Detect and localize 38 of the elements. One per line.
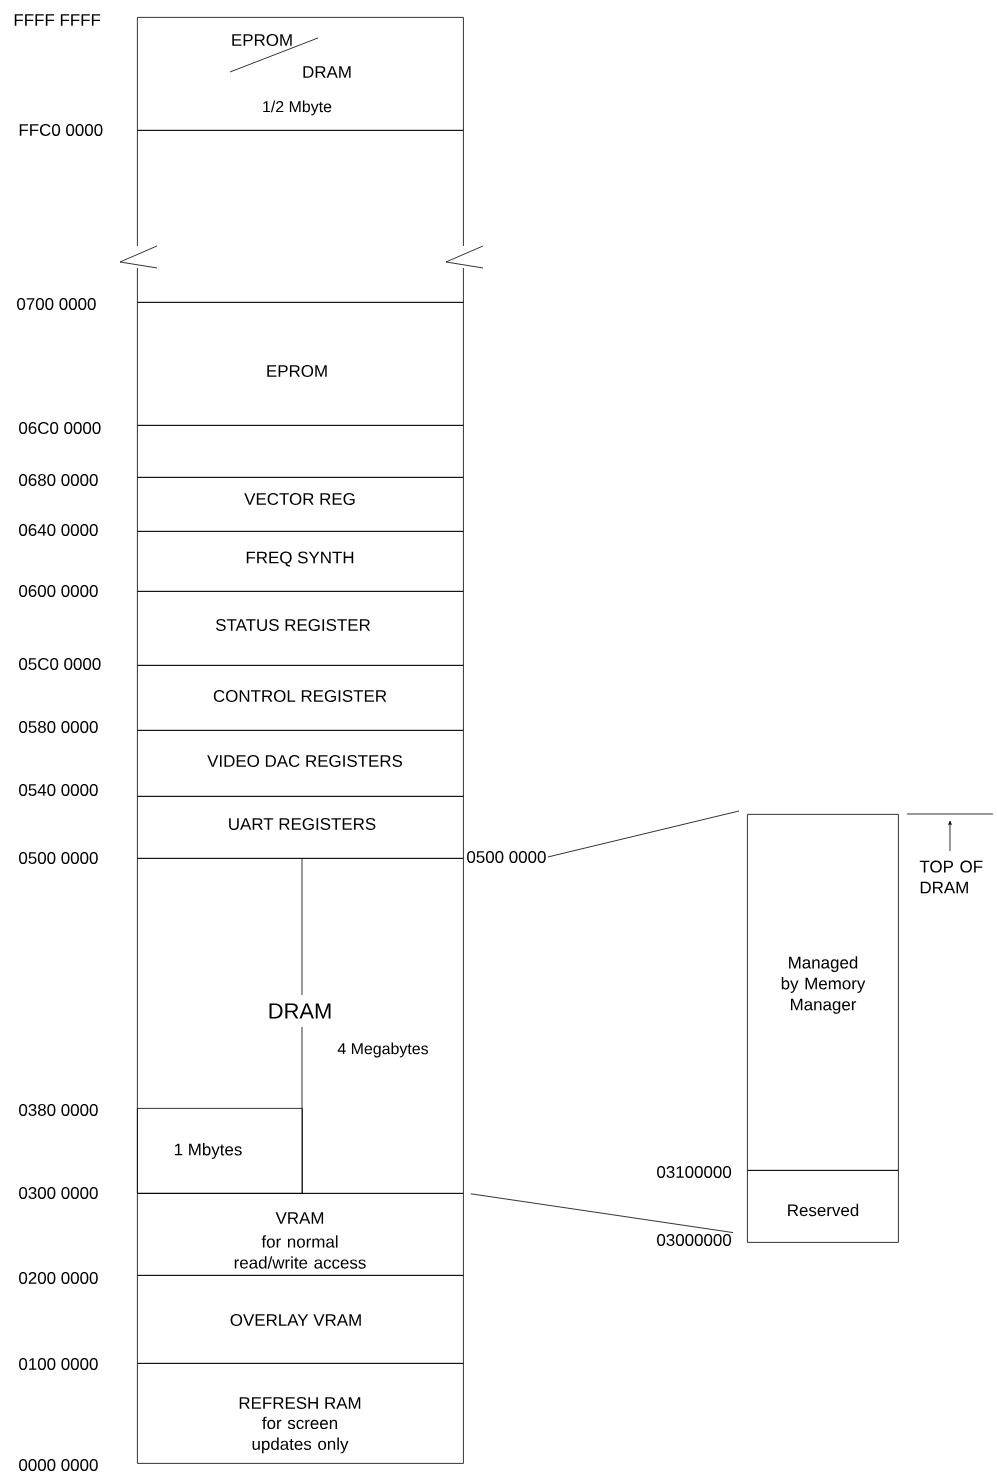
address-label: 0540 0000 (19, 784, 98, 796)
projection-line (547, 810, 740, 858)
address-label: 0500 0000 (19, 852, 98, 864)
memory-region: EPROM DRAM 1/2 Mbyte (137, 17, 464, 131)
address-label: 05C0 0000 (19, 658, 101, 670)
address-label: 0700 0000 (17, 298, 96, 310)
address-label: 0200 0000 (19, 1272, 98, 1284)
address-label: 03100000 (657, 1166, 732, 1178)
memory-region: REFRESH RAM for screen updates only (137, 1363, 464, 1464)
address-label: 0640 0000 (19, 524, 98, 536)
address-label: 0300 0000 (19, 1187, 98, 1199)
memory-region: EPROM (137, 302, 464, 426)
note: TOP OF DRAM (919, 860, 983, 894)
memory-region: OVERLAY VRAM (137, 1275, 464, 1364)
memory-region: STATUS REGISTER (137, 591, 464, 666)
address-label: 0380 0000 (19, 1104, 98, 1116)
memory-region: FREQ SYNTH (137, 531, 464, 592)
address-label: 0100 0000 (19, 1358, 98, 1370)
address-label: 06C0 0000 (19, 422, 101, 434)
address-label: 0600 0000 (19, 585, 98, 597)
memory-region: VECTOR REG (137, 477, 464, 532)
memory-block: Managed by Memory Manager (747, 814, 899, 1171)
memory-region: VRAM for normal read/write access (137, 1193, 464, 1276)
memory-region: 1 Mbytes (137, 1108, 303, 1194)
address-label: 0000 0000 (19, 1459, 98, 1471)
memory-region: VIDEO DAC REGISTERS (137, 730, 464, 797)
address-label: 0680 0000 (19, 474, 98, 486)
projection-line (470, 1193, 734, 1233)
address-label: 03000000 (657, 1234, 732, 1246)
address-label: 0580 0000 (19, 721, 98, 733)
memory-region (137, 130, 464, 303)
address-label: FFC0 0000 (19, 124, 103, 136)
address-label: 0500 0000 (467, 851, 546, 863)
memory-region: UART REGISTERS (137, 796, 464, 859)
memory-block: Reserved (747, 1170, 899, 1243)
address-label: FFFF FFFF (14, 14, 101, 26)
memory-region (137, 425, 464, 478)
memory-region: CONTROL REGISTER (137, 665, 464, 731)
